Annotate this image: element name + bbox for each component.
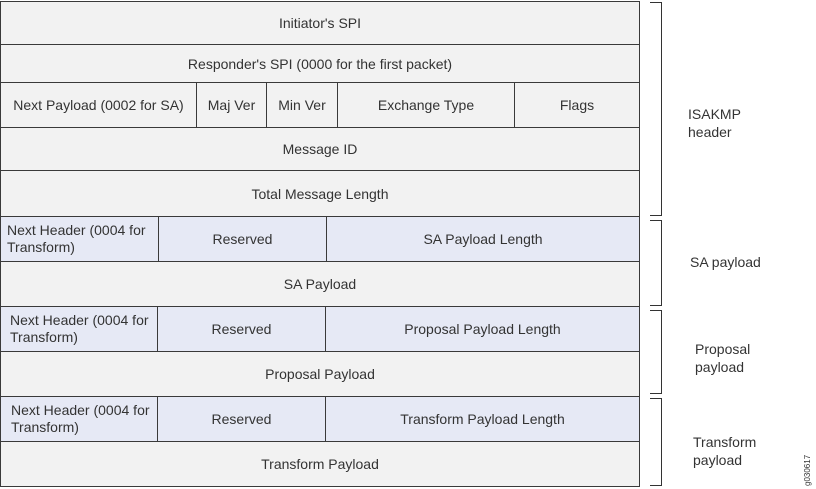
transform-reserved-field: Reserved — [157, 396, 326, 442]
sa-reserved-field: Reserved — [158, 216, 327, 262]
transform-next-header-field: Next Header (0004 for Transform) — [0, 396, 158, 442]
total-message-length-field: Total Message Length — [0, 170, 640, 217]
transform-payload-brace — [650, 398, 662, 486]
sa-payload-brace — [650, 220, 662, 306]
exchange-type-field: Exchange Type — [337, 82, 515, 128]
sa-next-header-field: Next Header (0004 for Transform) — [0, 216, 159, 262]
proposal-payload-length-field: Proposal Payload Length — [325, 306, 640, 352]
message-id-field: Message ID — [0, 127, 640, 171]
proposal-payload-label: Proposal payload — [695, 341, 751, 375]
flags-field: Flags — [514, 82, 640, 128]
figure-id-label: g030617 — [803, 454, 812, 486]
next-payload-field: Next Payload (0002 for SA) — [0, 82, 197, 128]
isakmp-header-label: ISAKMP header — [688, 106, 741, 140]
isakmp-header-brace — [650, 2, 662, 216]
sa-payload-length-field: SA Payload Length — [326, 216, 640, 262]
proposal-reserved-field: Reserved — [157, 306, 326, 352]
transform-payload-length-field: Transform Payload Length — [325, 396, 640, 442]
transform-payload-field: Transform Payload — [0, 441, 640, 487]
sa-payload-label: SA payload — [690, 254, 761, 270]
proposal-next-header-field: Next Header (0004 for Transform) — [0, 306, 158, 352]
responder-spi-field: Responder's SPI (0000 for the first pack… — [0, 44, 640, 83]
initiator-spi-field: Initiator's SPI — [0, 1, 640, 45]
proposal-payload-brace — [650, 310, 662, 394]
min-ver-field: Min Ver — [266, 82, 338, 128]
proposal-payload-field: Proposal Payload — [0, 351, 640, 397]
sa-payload-field: SA Payload — [0, 261, 640, 307]
transform-payload-label: Transform payload — [693, 434, 757, 468]
maj-ver-field: Maj Ver — [196, 82, 267, 128]
